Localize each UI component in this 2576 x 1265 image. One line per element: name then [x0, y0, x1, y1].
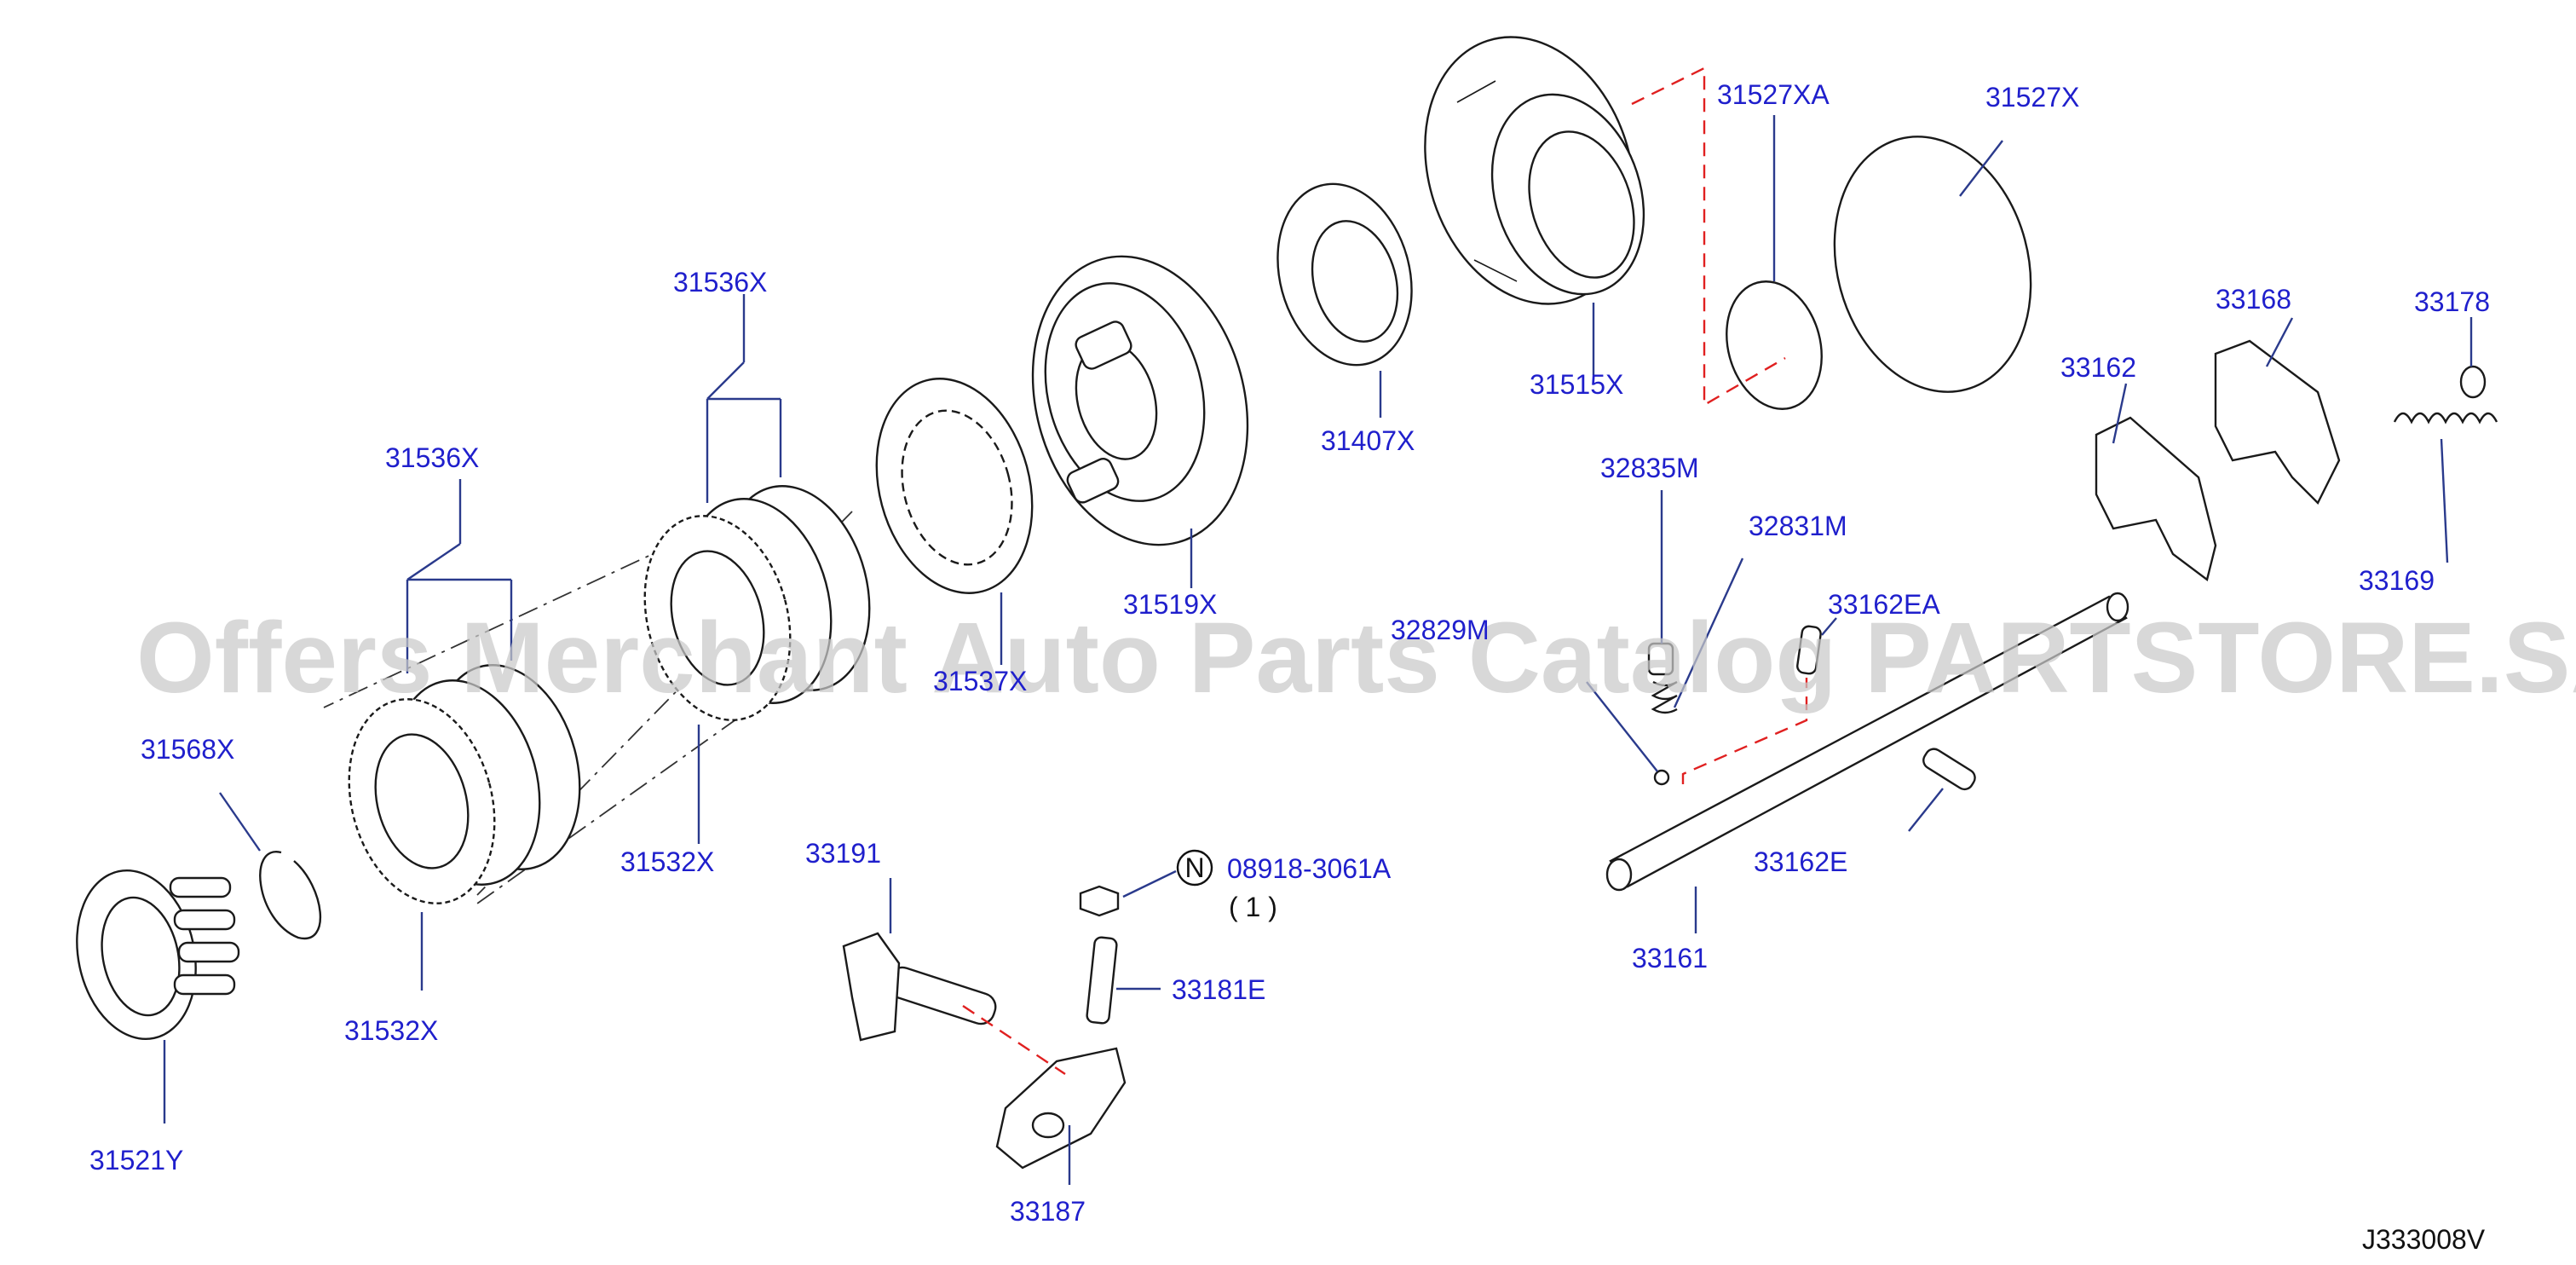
part-33181e-stud: [1086, 936, 1118, 1025]
part-31537x-plate: [875, 378, 1034, 594]
callout-31521y[interactable]: 31521Y: [89, 1145, 183, 1175]
part-33191-lever: [842, 932, 997, 1042]
callout-33162e[interactable]: 33162E: [1754, 846, 1847, 877]
leader-lines: [163, 115, 2473, 1185]
part-33178-ring: [2459, 365, 2487, 399]
part-detent-assembly: [1647, 642, 1678, 786]
callout-31527xa[interactable]: 31527XA: [1717, 79, 1830, 110]
callout-31527x[interactable]: 31527X: [1985, 82, 2079, 113]
callout-31568x[interactable]: 31568X: [141, 734, 234, 765]
callout-32829m[interactable]: 32829M: [1391, 615, 1490, 645]
callout-33162[interactable]: 33162: [2060, 352, 2136, 383]
hidden-lines: [962, 66, 1808, 1075]
callout-33191[interactable]: 33191: [805, 838, 881, 869]
part-31527xa-seal: [1726, 280, 1823, 410]
part-31568x-snapring: [259, 851, 322, 940]
callout-33187[interactable]: 33187: [1010, 1196, 1086, 1227]
part-33162-fork: [2095, 416, 2217, 582]
part-33187-bracket: [995, 1047, 1127, 1170]
callout-33181e[interactable]: 33181E: [1172, 974, 1265, 1005]
callout-08918-quantity: ( 1 ): [1229, 892, 1277, 922]
part-33168-fork: [2214, 339, 2341, 505]
callout-31515x[interactable]: 31515X: [1530, 369, 1623, 400]
part-31515x-drum: [1424, 36, 1645, 305]
part-33162ea-pin: [1796, 625, 1822, 675]
callout-32831m[interactable]: 32831M: [1749, 511, 1847, 541]
watermark: Offers Merchant Auto Parts Catalog PARTS…: [136, 602, 2576, 714]
callout-31519x[interactable]: 31519X: [1123, 589, 1217, 620]
part-31521y-retainer: [76, 869, 240, 1041]
callout-31532x-mid[interactable]: 31532X: [620, 846, 714, 877]
callout-31407x[interactable]: 31407X: [1321, 425, 1415, 456]
callout-33169[interactable]: 33169: [2359, 565, 2435, 596]
callout-31537x[interactable]: 31537X: [933, 666, 1027, 696]
callout-33162ea[interactable]: 33162EA: [1828, 589, 1940, 620]
part-08918-nut: [1079, 885, 1120, 917]
callout-33161[interactable]: 33161: [1632, 943, 1708, 973]
part-31519x-hub: [1031, 255, 1249, 546]
part-33162e-pin: [1922, 748, 1976, 791]
part-33169-spring: [2393, 412, 2498, 425]
part-31407x-ring: [1276, 182, 1413, 367]
part-33161-shaft: [1605, 592, 2129, 892]
part-31527x-seal: [1833, 136, 2032, 393]
callout-31532x-low[interactable]: 31532X: [344, 1015, 438, 1046]
callout-08918-3061a[interactable]: 08918-3061A: [1227, 853, 1392, 884]
callout-32835m[interactable]: 32835M: [1600, 453, 1699, 483]
figure-id: J333008V: [2362, 1224, 2486, 1255]
callout-31536x-top[interactable]: 31536X: [673, 267, 767, 297]
part-clutch-pack: [323, 485, 871, 904]
note-marker: N: [1176, 849, 1213, 887]
callout-33178[interactable]: 33178: [2414, 286, 2490, 317]
callout-labels: 31527XA 31527X 31515X 31407X 31519X 3153…: [89, 79, 2490, 1227]
callout-31536x-left[interactable]: 31536X: [385, 442, 479, 473]
note-marker-letter: N: [1184, 852, 1204, 883]
callout-33168[interactable]: 33168: [2216, 284, 2291, 315]
